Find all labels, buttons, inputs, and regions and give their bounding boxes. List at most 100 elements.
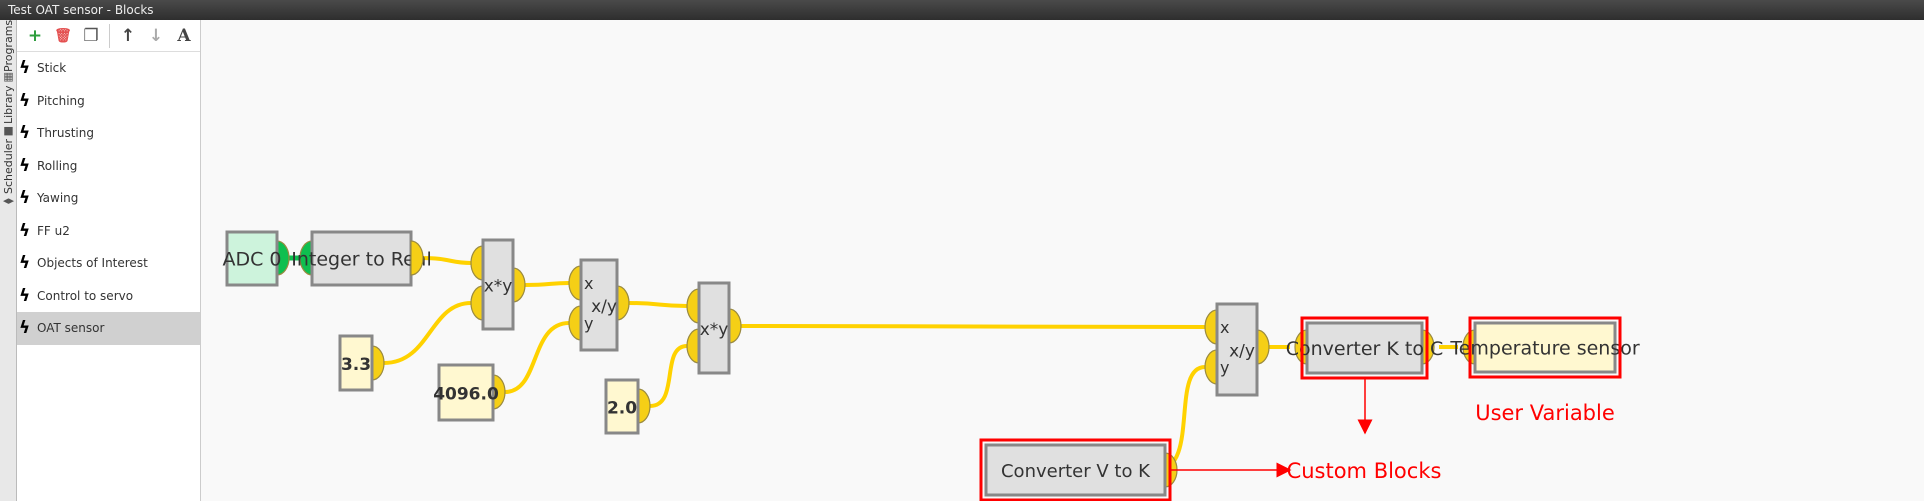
program-item[interactable]: ϟ Control to servo — [17, 280, 200, 313]
add-button[interactable]: + — [27, 25, 43, 46]
multiply-block-1-label: x*y — [484, 277, 513, 297]
window-title: Test OAT sensor - Blocks — [0, 0, 1924, 20]
input-port[interactable] — [568, 265, 582, 301]
output-port[interactable] — [410, 240, 424, 276]
adc-block-label: ADC 0 — [222, 249, 281, 271]
input-port[interactable] — [470, 285, 484, 321]
grid-icon: ▦ — [3, 70, 14, 83]
output-port[interactable] — [276, 240, 290, 276]
bolt-icon: ϟ — [19, 123, 31, 144]
converter-v-to-k-block[interactable]: Converter V to K — [984, 443, 1178, 497]
bolt-icon: ϟ — [19, 155, 31, 176]
move-down-button[interactable]: ↓ — [148, 25, 164, 46]
program-label: Thrusting — [37, 126, 94, 141]
wires — [288, 255, 1458, 472]
bolt-icon: ϟ — [19, 253, 31, 274]
divide-block-2-body — [1215, 302, 1259, 397]
bolt-icon: ϟ — [19, 188, 31, 209]
output-port[interactable] — [637, 388, 651, 424]
copy-button[interactable]: ❐ — [83, 25, 99, 46]
move-up-button[interactable]: ↑ — [120, 25, 136, 46]
integer-to-real-block-body — [310, 230, 413, 287]
output-port[interactable] — [512, 267, 526, 303]
tab-programs[interactable]: Programs — [2, 19, 15, 72]
converter-k-to-c-block-label: Converter K to C — [1286, 338, 1444, 360]
multiply-block-1[interactable]: x*y — [470, 238, 526, 331]
converter-k-to-c-block[interactable]: Converter K to C — [1286, 321, 1444, 375]
wire-mul2-to-div2 — [740, 324, 1206, 329]
input-port[interactable] — [1204, 309, 1218, 345]
program-item[interactable]: ϟ Stick — [17, 52, 200, 85]
port-x-label: x — [1220, 318, 1229, 337]
divide-block-1[interactable]: x/yxy — [568, 258, 630, 352]
constant-4096[interactable]: 4096.0 — [433, 363, 506, 422]
font-button[interactable]: A — [177, 25, 191, 46]
toolbar: + 🗑 ❐ ↑ ↓ A — [17, 20, 200, 52]
divide-block-1-body — [579, 258, 619, 352]
bolt-icon: ϟ — [19, 285, 31, 306]
program-label: Pitching — [37, 93, 85, 108]
input-port[interactable] — [470, 245, 484, 281]
program-label: Rolling — [37, 158, 78, 173]
tab-library[interactable]: Library — [2, 85, 15, 124]
integer-to-real-block[interactable]: Integer to Real — [291, 230, 432, 287]
input-port[interactable] — [686, 328, 700, 364]
side-tab-strip: Programs ▦ Library ■ Scheduler ◂▸ — [0, 20, 17, 501]
input-port[interactable] — [568, 305, 582, 341]
label-custom-blocks: Custom Blocks — [1287, 459, 1442, 483]
program-item[interactable]: ϟ Thrusting — [17, 117, 200, 150]
converter-k-to-c-block-body — [1305, 321, 1424, 375]
wire-2-to-mul2 — [649, 344, 688, 408]
wire-4096-to-div1 — [504, 321, 570, 394]
block-canvas[interactable]: ADC 0 Integer to Real x*y 3.3 x/yxy 4096.0 x*y… — [205, 20, 1924, 501]
port-y-label: y — [1220, 358, 1229, 377]
constant-3-3-body — [338, 334, 374, 392]
constant-2-0-body — [604, 378, 640, 435]
constant-3-3[interactable]: 3.3 — [338, 334, 385, 392]
program-label: Control to servo — [37, 288, 134, 303]
highlight-temp-sensor — [1468, 316, 1622, 379]
tab-scheduler[interactable]: Scheduler — [2, 138, 15, 194]
annotations: User Variable Custom Blocks — [979, 316, 1622, 501]
port-y-label: y — [584, 314, 593, 333]
constant-3-3-label: 3.3 — [341, 355, 371, 375]
divide-block-2[interactable]: x/yxy — [1204, 302, 1270, 397]
integer-to-real-block-label: Integer to Real — [291, 249, 431, 271]
folder-icon: ■ — [3, 124, 14, 137]
input-port[interactable] — [299, 240, 313, 276]
program-label: Stick — [37, 61, 67, 76]
output-port[interactable] — [1256, 329, 1270, 365]
delete-button[interactable]: 🗑 — [54, 27, 72, 44]
input-port[interactable] — [686, 288, 700, 324]
output-port[interactable] — [492, 374, 506, 410]
constant-4096-body — [437, 363, 495, 422]
toolbar-divider — [109, 23, 110, 48]
output-port[interactable] — [616, 285, 630, 321]
output-port[interactable] — [728, 308, 742, 344]
program-item[interactable]: ϟ Rolling — [17, 150, 200, 183]
converter-v-to-k-block-label: Converter V to K — [1001, 461, 1151, 482]
wire-33-to-mul1 — [383, 301, 472, 365]
program-label: OAT sensor — [37, 321, 105, 336]
converter-v-to-k-block-body — [984, 443, 1167, 497]
output-port[interactable] — [371, 345, 385, 381]
temperature-sensor-variable-body — [1473, 321, 1617, 374]
multiply-block-2[interactable]: x*y — [686, 281, 742, 375]
temperature-sensor-variable[interactable]: Temperature sensor — [1449, 321, 1640, 374]
constant-2-0[interactable]: 2.0 — [604, 378, 651, 435]
adc-block[interactable]: ADC 0 — [222, 230, 290, 287]
adc-block-body — [225, 230, 279, 287]
input-port[interactable] — [1204, 349, 1218, 385]
integer-to-real-out[interactable] — [410, 240, 424, 276]
temperature-sensor-variable-label: Temperature sensor — [1449, 338, 1640, 360]
arrows-icon: ◂▸ — [2, 194, 15, 207]
bolt-icon: ϟ — [19, 58, 31, 79]
bolt-icon: ϟ — [19, 220, 31, 241]
